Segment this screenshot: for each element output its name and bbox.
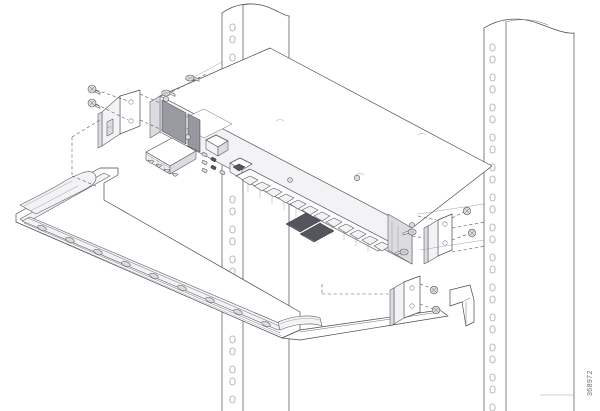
bracket-left-screws — [87, 84, 101, 109]
ethernet-ports — [241, 175, 391, 252]
bracket-right-lower-screws — [429, 285, 441, 315]
bracket-right-upper — [394, 203, 487, 265]
status-led-cluster — [201, 152, 226, 175]
figure-id-label: 368972 — [587, 370, 594, 396]
figure-id-text: 368972 — [587, 370, 594, 396]
console-module — [205, 134, 229, 157]
ethernet-port-bank — [235, 168, 393, 253]
bracket-right-upper-screws — [462, 206, 477, 238]
rack-post-right-holes — [489, 43, 496, 411]
rack-post-right — [483, 18, 575, 411]
bracket-left — [71, 84, 163, 187]
chassis-post-screws-left — [161, 61, 223, 97]
sfp-uplink-cage — [285, 212, 335, 244]
bracket-right-lower — [321, 275, 441, 327]
shelf-screws — [37, 224, 271, 328]
device-chassis — [145, 47, 493, 265]
chassis-top-screws — [163, 96, 415, 228]
ventilation-grille — [187, 113, 201, 153]
chassis-side-screws — [394, 228, 417, 256]
power-terminal-block — [145, 137, 197, 177]
shelf-handle-arm — [19, 171, 97, 215]
